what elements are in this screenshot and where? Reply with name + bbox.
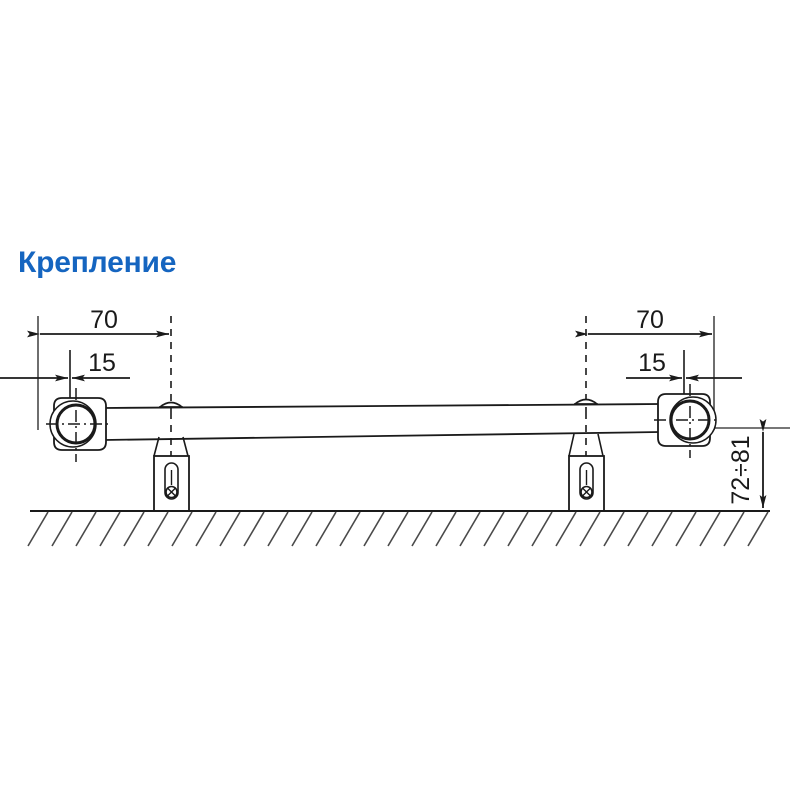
dimension-label-15-right: 15 — [638, 349, 666, 377]
ground-hatching — [27, 511, 769, 547]
left-end-cap — [46, 388, 112, 462]
rail-tube — [103, 403, 661, 441]
dimension-group-right: 70 15 — [575, 306, 742, 516]
page-title: Крепление — [18, 246, 177, 279]
rail-top-edge — [103, 403, 661, 409]
right-bracket — [568, 398, 605, 512]
dimension-label-15-left: 15 — [88, 349, 116, 377]
left-bracket — [153, 401, 190, 512]
dimension-label-70-right: 70 — [636, 306, 664, 334]
dimension-label-height: 72÷81 — [727, 435, 755, 504]
right-bracket-screw-slot-b — [582, 487, 591, 497]
right-end-cap — [654, 384, 720, 458]
dimension-group-height: 72÷81 — [700, 419, 790, 508]
rail-bottom-edge — [103, 431, 661, 441]
left-bracket-screw-slot-b — [167, 487, 176, 497]
dimension-label-70-left: 70 — [90, 306, 118, 334]
wall-ground-line — [27, 510, 770, 547]
right-bracket-neck — [568, 433, 604, 457]
left-bracket-neck — [153, 436, 189, 457]
